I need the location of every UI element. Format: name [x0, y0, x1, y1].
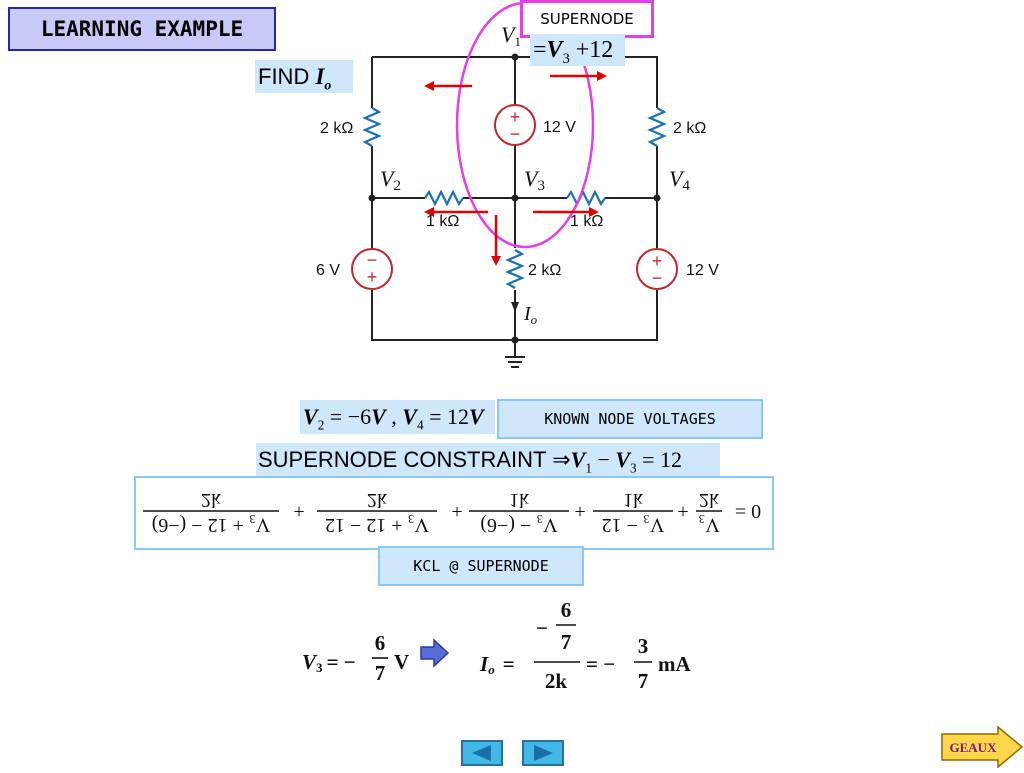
kcl-term5-num: 2k: [699, 489, 719, 511]
implies-arrow-icon: [420, 638, 450, 668]
kcl-term2-num: 2k: [367, 489, 387, 511]
arrow-left-icon: [472, 745, 491, 761]
kcl-term4-num: 1k: [623, 489, 643, 511]
kcl-term2-den: V₃ + 12 − 12: [325, 514, 429, 536]
r-mid-left-label: 1 kΩ: [426, 213, 459, 230]
r-left-top-label: 2 kΩ: [320, 120, 353, 137]
svg-text:= −: = −: [586, 652, 615, 676]
svg-text:−: −: [536, 616, 548, 640]
svg-text:V: V: [394, 650, 409, 674]
geaux-label: GEAUX: [950, 740, 998, 755]
supernode-label: SUPERNODE: [520, 0, 654, 38]
svg-text:6: 6: [561, 598, 572, 622]
svg-text:+: +: [677, 501, 688, 523]
kcl-term4-den: V₃ − 12: [602, 514, 665, 536]
io-label: Io: [523, 303, 538, 327]
known-voltages-label: KNOWN NODE VOLTAGES: [497, 399, 763, 439]
r-right-top-label: 2 kΩ: [673, 120, 706, 137]
node-v1-label: V1: [501, 22, 521, 49]
r-mid-right-label: 1 kΩ: [570, 213, 603, 230]
slide-title: LEARNING EXAMPLE: [8, 7, 276, 51]
supernode-constraint: SUPERNODE CONSTRAINT ⇒V1 − V3 = 12: [256, 443, 720, 476]
kcl-term5-den: V₃: [698, 514, 719, 536]
kcl-equation: 2k V₃ + 12 − (−6) + 2k V₃ + 12 − 12 + 1k…: [134, 476, 774, 550]
kcl-term3-num: 1k: [509, 489, 529, 511]
svg-text:6: 6: [375, 631, 386, 655]
source-right-minus: −: [652, 268, 663, 288]
previous-slide-button[interactable]: [461, 740, 503, 766]
kcl-label: KCL @ SUPERNODE: [378, 546, 584, 586]
node-v2-label: V2: [380, 166, 401, 194]
svg-text:7: 7: [561, 630, 572, 654]
svg-text:3: 3: [638, 634, 649, 658]
source-right-plus: +: [652, 251, 663, 271]
kcl-term3-den: V₃ − (−6): [480, 514, 557, 536]
r-bottom-label: 2 kΩ: [528, 262, 561, 279]
io-result: Io=: [479, 652, 515, 677]
source-top-minus: −: [510, 124, 521, 144]
kcl-equation-graphic: 2k V₃ + 12 − (−6) + 2k V₃ + 12 − 12 + 1k…: [143, 489, 761, 536]
v1-equation: =V3 +12: [530, 34, 625, 67]
find-var: Io: [315, 64, 332, 93]
known-voltages-equation: V2 = −6V , V4 = 12V: [300, 400, 495, 434]
circuit-diagram: + − − + + − 2 kΩ 2 kΩ 1 kΩ 1 kΩ 2 kΩ 12 …: [316, 1, 719, 368]
source-right-label: 12 V: [686, 262, 719, 279]
source-left-plus: +: [367, 267, 378, 287]
kcl-term1-num: 2k: [201, 489, 221, 511]
find-label: FIND Io: [255, 60, 353, 93]
svg-text:+: +: [574, 501, 585, 523]
svg-text:+: +: [451, 501, 462, 523]
kcl-rhs: = 0: [735, 501, 761, 523]
find-text: FIND: [258, 64, 310, 89]
svg-text:+: +: [293, 501, 304, 523]
svg-text:7: 7: [638, 669, 649, 693]
kcl-term1-den: V₃ + 12 − (−6): [152, 514, 271, 536]
source-top-plus: +: [510, 107, 521, 127]
source-left-label: 6 V: [316, 262, 340, 279]
svg-text:mA: mA: [658, 652, 691, 676]
svg-text:2k: 2k: [545, 669, 568, 693]
result-equations: V3= − 6 7 V Io= − 6 7 2k = − 3 7 mA: [302, 598, 691, 693]
geaux-button[interactable]: GEAUX: [940, 725, 1024, 773]
next-slide-button[interactable]: [522, 740, 564, 766]
v3-result: V3= −: [302, 650, 356, 675]
node-v3-label: V3: [524, 166, 545, 194]
node-v4-label: V4: [669, 166, 690, 194]
svg-text:7: 7: [375, 661, 386, 685]
source-left-minus: −: [367, 250, 378, 270]
arrow-right-icon: [534, 745, 553, 761]
source-top-label: 12 V: [543, 119, 576, 136]
